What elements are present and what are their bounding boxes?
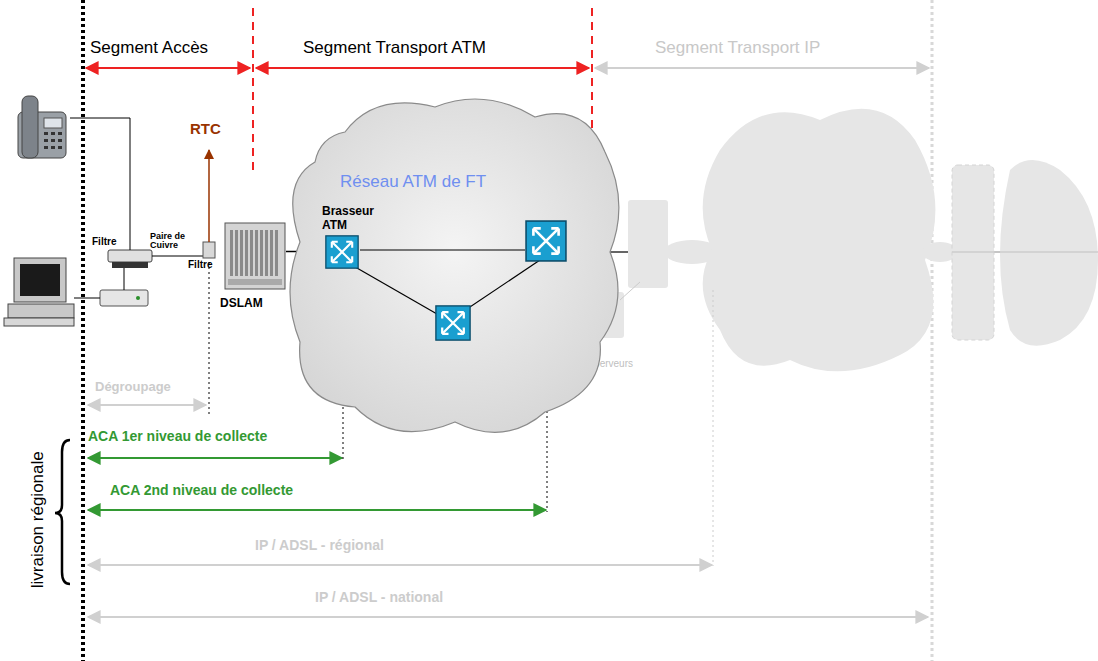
text-label: Paire de Cuivre [150, 232, 196, 251]
text-label: Filtre [92, 236, 116, 248]
dslam-rack: DSLAM [220, 222, 290, 314]
network-cloud: Réseau ATM de FT Brasseur ATM [285, 92, 625, 442]
text-label: ACA 2nd niveau de collecte [110, 482, 293, 498]
node-text: Réseau ATM de FT [340, 172, 486, 192]
node-text: Brasseur ATM [322, 205, 384, 233]
dslam-icon [224, 222, 286, 290]
node-text: DSLAM [220, 296, 263, 310]
atm-switch: Brasseur ATM [322, 205, 394, 271]
switch-icon [325, 233, 397, 271]
text-label: RTC [190, 120, 221, 137]
text-label: Segment Accès [90, 38, 208, 58]
text-label: ACA 1er niveau de collecte [88, 428, 267, 444]
text-label: Filtre [188, 259, 212, 271]
text-label: Segment Transport IP [655, 38, 820, 58]
vertical-label: livraison régionale [28, 451, 48, 588]
text-label: Dégroupage [95, 380, 171, 395]
text-label: IP / ADSL - régional [255, 537, 384, 553]
atm-switch-large [525, 214, 567, 268]
text-label: Segment Transport ATM [303, 38, 486, 58]
atm-switch [435, 304, 471, 342]
text-label: IP / ADSL - national [315, 589, 443, 605]
